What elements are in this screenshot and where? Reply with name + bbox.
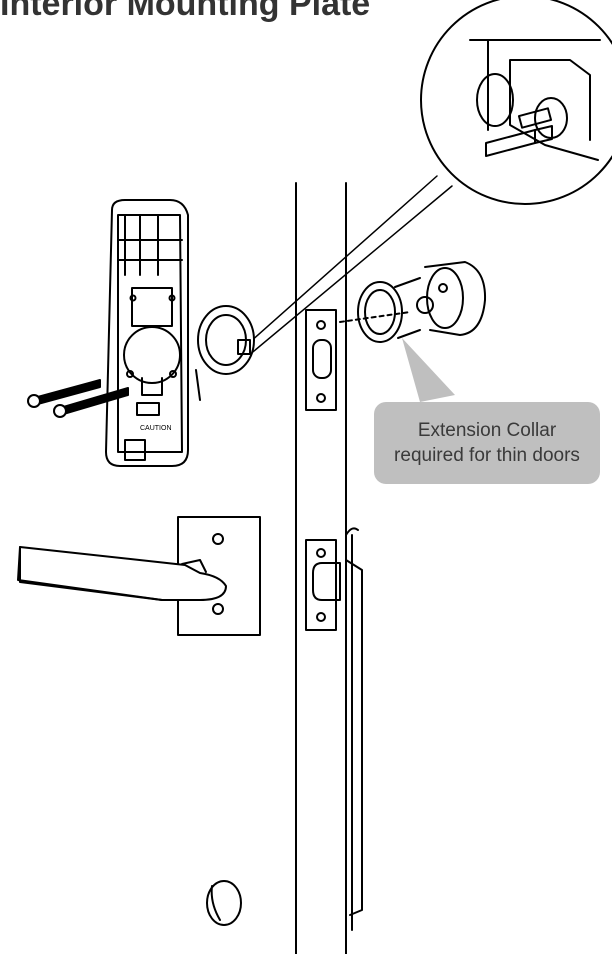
magnifier-connector-lines (241, 175, 453, 362)
door-bore-hole (195, 305, 255, 401)
mounting-plate: CAUTION (105, 199, 189, 467)
latch-strike-plate (305, 527, 363, 931)
plate-caution-text: CAUTION (140, 425, 172, 432)
callout-line-1: Extension Collar (417, 420, 557, 441)
extension-collar (339, 261, 487, 343)
door-edge (295, 182, 347, 954)
lever-handle (17, 516, 261, 636)
extension-collar-callout: Extension Collar required for thin doors (374, 402, 600, 484)
page-title: Interior Mounting Plate (0, 0, 371, 23)
mounting-screws (27, 379, 129, 418)
callout-line-2: required for thin doors (394, 445, 580, 466)
deadbolt-strike-plate (305, 309, 337, 411)
callout-pointer (402, 338, 455, 402)
door-stop-bumper (206, 880, 242, 926)
detail-magnifier-circle (420, 0, 612, 205)
